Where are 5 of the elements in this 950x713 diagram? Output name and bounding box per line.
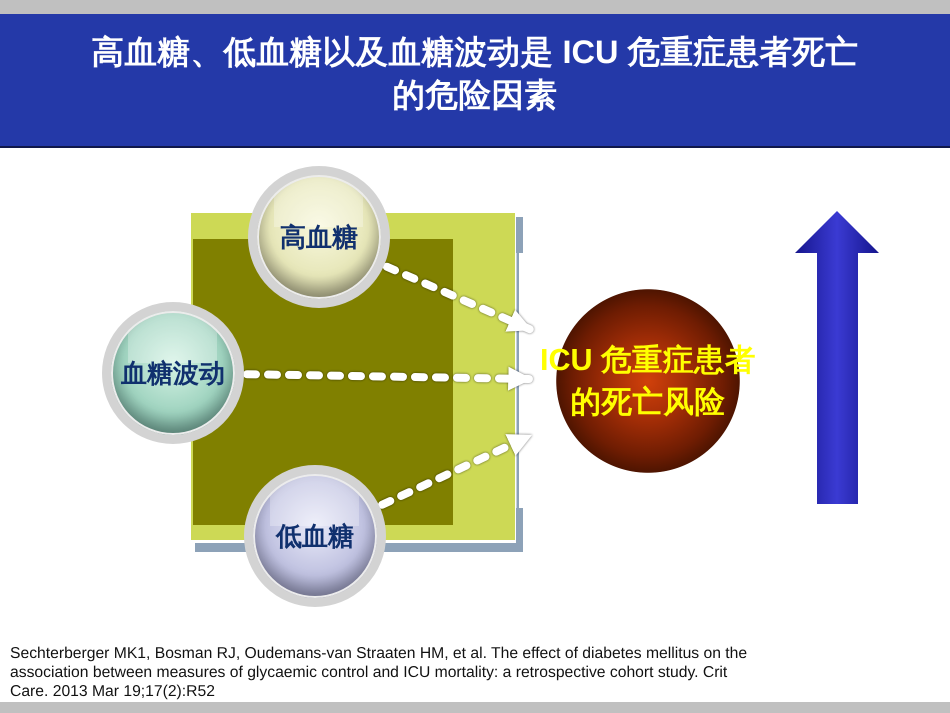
reference-note: Sechterberger MK1, Bosman RJ, Oudemans-van Straaten HM, et al. The effect of diabetes mellitus on the association between measures of glycaemic control and ICU mortality: a retrospective cohort study. Crit Care. 2013 Mar 19;17(2):R52 xyxy=(10,644,748,701)
circle-label: 高血糖 xyxy=(280,221,358,253)
title: 高血糖、低血糖以及血糖波动是 ICU 危重症患者死亡的危险因素 xyxy=(90,33,860,115)
circle-label: 低血糖 xyxy=(276,520,354,552)
circle-label: 血糖波动 xyxy=(121,357,225,389)
